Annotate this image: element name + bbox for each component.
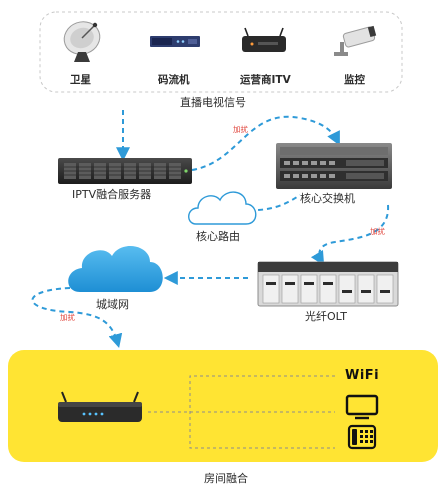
core-switch-label: 核心交换机 xyxy=(300,192,355,205)
wifi-icon: WiFi xyxy=(345,368,380,383)
olt-label: 光纤OLT xyxy=(305,310,347,323)
source-label-satellite: 卫星 xyxy=(70,74,91,86)
live-tv-signal-label: 直播电视信号 xyxy=(180,96,246,109)
scramble-label-3: 加扰 xyxy=(60,313,75,322)
metro-network-cloud-icon xyxy=(68,245,163,292)
satellite-dish-icon xyxy=(63,21,101,62)
switch-to-olt-link xyxy=(310,204,390,266)
source-label-encoder: 码流机 xyxy=(158,74,190,86)
server-to-switch-link xyxy=(191,115,340,171)
scramble-label-1: 加扰 xyxy=(233,125,248,134)
core-switch-icon xyxy=(276,143,392,189)
iptv-server-label: IPTV融合服务器 xyxy=(72,188,152,201)
metro-to-home-link xyxy=(31,287,123,349)
iptv-server-icon xyxy=(58,158,192,184)
source-label-itv: 运营商ITV xyxy=(240,74,291,86)
core-router-label: 核心路由 xyxy=(196,230,240,243)
router-to-switch-link xyxy=(239,194,301,212)
encoder-device-icon xyxy=(150,36,200,47)
home-fusion-caption: 房间融合 xyxy=(204,472,248,485)
source-label-camera: 监控 xyxy=(344,74,365,86)
scramble-label-2: 加扰 xyxy=(370,227,385,236)
connection-lines xyxy=(31,110,390,349)
metro-network-label: 城域网 xyxy=(96,298,129,311)
olt-device-icon xyxy=(257,261,399,307)
tv-icon xyxy=(345,394,379,420)
home-distribution-lines xyxy=(148,375,335,449)
home-router-icon xyxy=(58,391,142,422)
home-panel xyxy=(8,350,438,462)
security-camera-icon xyxy=(334,25,377,56)
set-top-box-icon xyxy=(242,27,286,52)
source-group-frame xyxy=(39,11,403,93)
telephone-icon xyxy=(347,424,377,450)
core-router-cloud-icon xyxy=(188,191,257,225)
